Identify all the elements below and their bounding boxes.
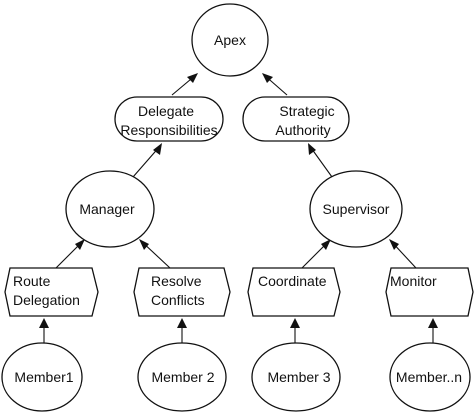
arrowhead-icon (75, 239, 85, 250)
arrowhead-icon (308, 143, 316, 155)
resolve-conflicts-line2: Conflicts (151, 292, 205, 308)
coordinate-label: Coordinate (258, 273, 327, 289)
node-coordinate: Coordinate (247, 267, 341, 317)
strategic-authority-box (242, 96, 350, 142)
connector-edges (39, 73, 438, 345)
resolve-conflicts-box (133, 267, 231, 317)
supervisor-label: Supervisor (323, 201, 390, 217)
node-manager: Manager (65, 170, 155, 248)
apex-ellipse (191, 3, 269, 77)
member1-label: Member1 (14, 369, 73, 385)
arrowhead-icon (262, 73, 273, 83)
node-monitor: Monitor (385, 267, 474, 317)
node-member3: Member 3 (251, 342, 341, 412)
arrowhead-icon (428, 318, 438, 328)
route-delegation-box (4, 267, 99, 317)
member3-ellipse (251, 342, 341, 412)
node-strategic-authority: Strategic Authority (242, 96, 350, 142)
strategic-authority-line2: Authority (275, 122, 330, 138)
coordinate-box (247, 267, 341, 317)
node-delegate-responsibilities: Delegate Responsibilities (114, 96, 224, 142)
route-delegation-line2: Delegation (13, 292, 80, 308)
member2-label: Member 2 (151, 369, 214, 385)
node-member1: Member1 (1, 342, 83, 412)
member-n-ellipse (389, 342, 471, 412)
manager-ellipse (65, 170, 155, 248)
member2-ellipse (137, 342, 227, 412)
arrowhead-icon (153, 143, 162, 155)
node-apex: Apex (191, 3, 269, 77)
route-delegation-line1: Route (13, 273, 51, 289)
arrowhead-icon (39, 318, 49, 328)
manager-label: Manager (79, 201, 135, 217)
apex-label: Apex (214, 32, 246, 48)
node-member2: Member 2 (137, 342, 227, 412)
node-route-delegation: Route Delegation (4, 267, 99, 317)
node-resolve-conflicts: Resolve Conflicts (133, 267, 231, 317)
arrowhead-icon (290, 318, 300, 328)
arrowhead-icon (139, 239, 149, 250)
arrowhead-icon (177, 318, 187, 328)
delegate-responsibilities-line1: Delegate (138, 103, 194, 119)
supervisor-ellipse (309, 170, 403, 248)
monitor-box (385, 267, 474, 317)
member1-ellipse (1, 342, 83, 412)
member-n-label: Member..n (396, 369, 462, 385)
member3-label: Member 3 (267, 369, 330, 385)
arrowhead-icon (187, 73, 198, 83)
node-supervisor: Supervisor (309, 170, 403, 248)
monitor-label: Monitor (390, 273, 437, 289)
strategic-authority-line1: Strategic (279, 103, 334, 119)
delegate-responsibilities-line2: Responsibilities (120, 122, 217, 138)
resolve-conflicts-line1: Resolve (151, 273, 202, 289)
node-member-n: Member..n (389, 342, 471, 412)
arrowhead-icon (389, 239, 399, 250)
arrowhead-icon (321, 239, 331, 250)
delegate-responsibilities-box (114, 96, 224, 142)
